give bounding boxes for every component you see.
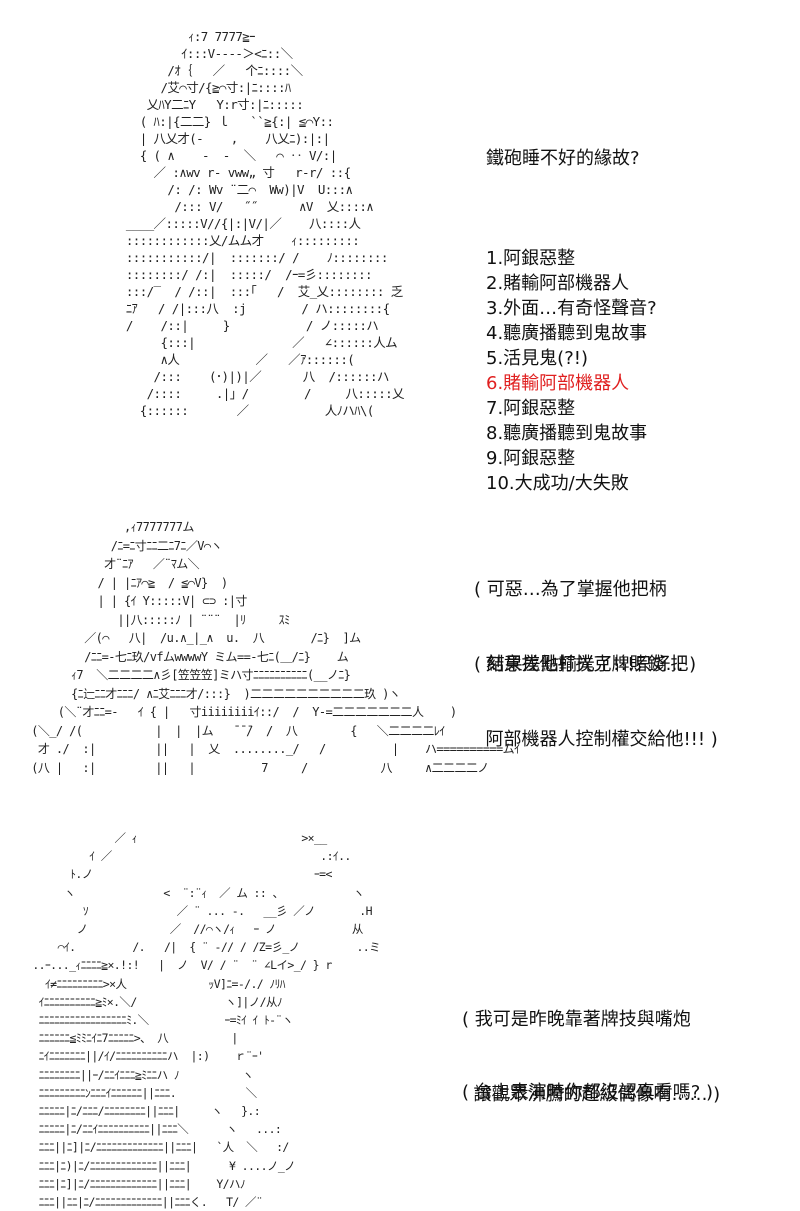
cause-list-box: 鐵砲睡不好的緣故? 1.阿銀惡整 2.賭輸阿部機器人 3.外面…有奇怪聲音? 4.聽廣… [486, 96, 657, 546]
speech-line: 讓觀眾沸騰的超級偶像啊…… ) [462, 1084, 721, 1105]
ascii-art-character-poker: ,ｨ7777777ム /ﾆ=ﾆ寸ﾆﾆ二ﾆ7ﾆ／V⌒ヽ 才¨ﾆｱ ／¨ﾏム＼ / … [31, 520, 520, 775]
speech-bubble-result: ( 結果差點輸光了!!!只好把 阿部機器人控制權交給他!!! ) [474, 602, 718, 777]
cause-list-item: 9.阿銀惡整 [486, 448, 576, 469]
speech-line: 刻意找他打撲克牌賭錢… ) [474, 654, 697, 675]
cause-list-title: 鐵砲睡不好的緣故? [486, 148, 640, 169]
speech-line: 阿部機器人控制權交給他!!! ) [474, 729, 718, 750]
cause-list-item: 7.阿銀惡整 [486, 398, 576, 419]
panel-1: ｨ:7 7777≧ｰ ｲ:::V‐‐‐‐＞<ﾆ::＼ /ｵ｛ ／ 个ﾆ::::＼… [0, 0, 800, 494]
speech-bubble-question: ( 台上表演時你都沒認真看嗎? ) [462, 1030, 713, 1130]
cause-list-item: 2.賭輸阿部機器人 [486, 273, 630, 294]
panel-2: ,ｨ7777777ム /ﾆ=ﾆ寸ﾆﾆ二ﾆ7ﾆ／V⌒ヽ 才¨ﾆｱ ／¨ﾏム＼ / … [0, 500, 800, 790]
speech-line: ( 結果差點輸光了!!!只好把 [474, 654, 689, 675]
cause-list-item: 1.阿銀惡整 [486, 248, 576, 269]
speech-line: ( 可惡…為了掌握他把柄 [474, 579, 667, 600]
speech-bubble-regret: ( 可惡…為了掌握他把柄 刻意找他打撲克牌賭錢… ) [474, 527, 696, 702]
cause-list-item: 3.外面…有奇怪聲音? [486, 298, 657, 319]
speech-bubble-idol: ( 我可是昨晚靠著牌技與嘴炮 讓觀眾沸騰的超級偶像啊…… ) [462, 957, 720, 1132]
speech-line: ( 我可是昨晚靠著牌技與嘴炮 [462, 1009, 691, 1030]
cause-list-item: 5.活見鬼(?!) [486, 348, 588, 369]
panel-3: ／ ｨ >×__ ｲ ／ .:ｲ.. ﾄ.ノ ｰ=< ヽ < ¨:¨ｨ ／ ム … [0, 815, 800, 1209]
cause-list-item: 4.聽廣播聽到鬼故事 [486, 323, 648, 344]
cause-list-item: 10.大成功/大失敗 [486, 473, 629, 494]
speech-line: ( 台上表演時你都沒認真看嗎? ) [462, 1082, 714, 1103]
ascii-art-character-sleepy: ｨ:7 7777≧ｰ ｲ:::V‐‐‐‐＞<ﾆ::＼ /ｵ｛ ／ 个ﾆ::::＼… [125, 29, 405, 418]
cause-list-item: 8.聽廣播聽到鬼故事 [486, 423, 648, 444]
cause-list-item: 6.賭輸阿部機器人 [486, 373, 630, 394]
cause-list: 1.阿銀惡整 2.賭輸阿部機器人 3.外面…有奇怪聲音? 4.聽廣播聽到鬼故事 5.活見… [486, 246, 657, 496]
ascii-art-character-idol: ／ ｨ >×__ ｲ ／ .:ｲ.. ﾄ.ノ ｰ=< ヽ < ¨:¨ｨ ／ ム … [32, 831, 381, 1210]
